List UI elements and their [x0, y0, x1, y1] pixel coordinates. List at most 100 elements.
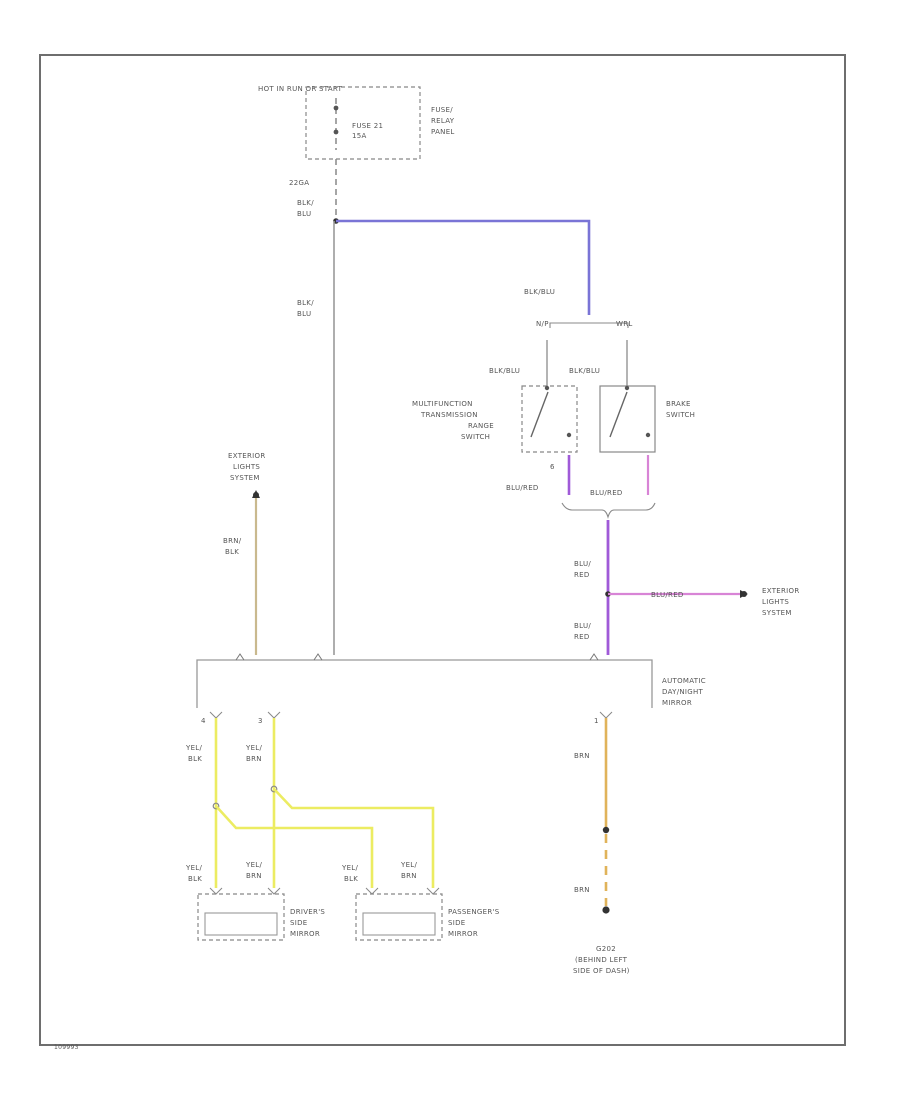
exterior-right-line2: LIGHTS	[762, 598, 789, 606]
fuse-node-bottom	[333, 129, 339, 135]
yellow-wire-cross-upper	[273, 788, 435, 888]
connector-right-label: WRL	[616, 320, 633, 328]
feed-label: HOT IN RUN OR START	[258, 85, 343, 93]
wire-label-yel-pin3-1: YEL/	[245, 744, 262, 752]
mfr-switch-contact-top	[544, 385, 550, 391]
wire-label-blk-blu-left-switch: BLK/BLU	[489, 367, 520, 375]
driver-mirror-label-2: SIDE	[290, 919, 308, 927]
panel-label-3: PANEL	[431, 128, 455, 136]
diagram-frame	[39, 54, 846, 1046]
fuse-node-top	[333, 105, 339, 111]
wire-label-brn-pin3-2: BRN	[246, 755, 262, 763]
passenger-pin-mark-left	[365, 887, 379, 895]
wire-label-yel-p1-1: YEL/	[341, 864, 358, 872]
passenger-mirror-label-2: SIDE	[448, 919, 466, 927]
mfr-switch-arm	[530, 391, 549, 438]
merge-bracket	[561, 502, 656, 520]
wire-label-brn-ground-2: BRN	[574, 886, 590, 894]
fuse-label-2: 15A	[352, 132, 367, 140]
module-label-3: MIRROR	[662, 699, 692, 707]
ground-label-2: (BEHIND LEFT	[575, 956, 628, 964]
wire-label-red-a-2: RED	[574, 571, 590, 579]
exterior-top-line2: LIGHTS	[233, 463, 260, 471]
exterior-top-terminal	[253, 492, 259, 498]
wire-label-yel-pin4-1: YEL/	[185, 744, 202, 752]
wire-label-blk-p1-2: BLK	[344, 875, 358, 883]
splice-yellow-right	[270, 785, 278, 793]
blue-feed-wire	[336, 219, 591, 315]
ground-terminal	[602, 906, 610, 914]
mfr-label-3: RANGE	[468, 422, 494, 430]
module-label-2: DAY/NIGHT	[662, 688, 704, 696]
passenger-mirror-box	[355, 893, 443, 941]
wire-label-blk-d1-2: BLK	[188, 875, 202, 883]
wire-label-blk-mid-1: BLK/	[297, 299, 314, 307]
footer-code: 109993	[54, 1044, 79, 1051]
brake-label-2: SWITCH	[666, 411, 695, 419]
ground-splice	[602, 826, 610, 834]
fuse-relay-panel-box	[305, 86, 421, 160]
exterior-top-line3: SYSTEM	[230, 474, 260, 482]
module-pin-1: 1	[594, 717, 599, 725]
driver-pin-mark-right	[267, 887, 281, 895]
ground-label-1: G202	[596, 945, 616, 953]
pin-3-mark	[267, 711, 281, 719]
wire-label-blk-blu-right-switch: BLK/BLU	[569, 367, 600, 375]
module-pin-4: 4	[201, 717, 206, 725]
driver-pin-mark-left	[209, 887, 223, 895]
mfr-label-2: TRANSMISSION	[420, 411, 478, 419]
module-pin-mark-violet	[589, 653, 599, 661]
mfr-switch-contact-bottom	[566, 432, 572, 438]
module-pin-mark-gray	[313, 653, 323, 661]
amp-label: 22GA	[289, 179, 309, 187]
wire-label-blu-top-2: BLU	[297, 210, 311, 218]
switch-connector	[549, 322, 629, 328]
pin-1-mark	[599, 711, 613, 719]
passenger-mirror-label-3: MIRROR	[448, 930, 478, 938]
passenger-pin-mark-right	[426, 887, 440, 895]
brake-switch-contact-top	[624, 385, 630, 391]
driver-mirror-label-3: MIRROR	[290, 930, 320, 938]
splice-yellow-left	[212, 802, 220, 810]
mfr-label-1: MULTIFUNCTION	[412, 400, 473, 408]
passenger-mirror-element	[362, 912, 436, 936]
wire-label-blu-red-mfr: BLU/RED	[506, 484, 539, 492]
exterior-top-line1: EXTERIOR	[228, 452, 266, 460]
pin-4-mark	[209, 711, 223, 719]
wire-label-blu-red-brake: BLU/RED	[590, 489, 623, 497]
driver-mirror-element	[204, 912, 278, 936]
panel-label-2: RELAY	[431, 117, 455, 125]
mfr-switch-box	[521, 385, 578, 453]
panel-label-1: FUSE/	[431, 106, 453, 114]
wire-label-brn-ground-1: BRN	[574, 752, 590, 760]
fuse-label-1: FUSE 21	[352, 122, 383, 130]
ground-label-3: SIDE OF DASH)	[573, 967, 630, 975]
driver-mirror-box	[197, 893, 285, 941]
exterior-right-line1: EXTERIOR	[762, 587, 800, 595]
connector-left-label: N/P	[536, 320, 549, 328]
wire-label-red-b-2: RED	[574, 633, 590, 641]
wire-label-yel-d1-1: YEL/	[185, 864, 202, 872]
wire-label-blk-tan-2: BLK	[225, 548, 239, 556]
mfr-label-4: SWITCH	[461, 433, 490, 441]
wire-label-blk-pin4-2: BLK	[188, 755, 202, 763]
pin-6-label: 6	[550, 463, 555, 471]
wire-label-blk-blu-right: BLK/BLU	[524, 288, 555, 296]
brake-switch-arm	[609, 391, 628, 438]
module-pin-3: 3	[258, 717, 263, 725]
wire-label-blk-top-1: BLK/	[297, 199, 314, 207]
wire-label-blu-a-1: BLU/	[574, 560, 591, 568]
module-label-1: AUTOMATIC	[662, 677, 706, 685]
brake-switch-contact-bottom	[645, 432, 651, 438]
brake-label-1: BRAKE	[666, 400, 691, 408]
passenger-mirror-label-1: PASSENGER'S	[448, 908, 500, 916]
driver-mirror-label-1: DRIVER'S	[290, 908, 325, 916]
wire-label-yel-d2-1: YEL/	[245, 861, 262, 869]
wire-label-blu-mid-2: BLU	[297, 310, 311, 318]
wire-label-brn-tan-1: BRN/	[223, 537, 242, 545]
exterior-right-line3: SYSTEM	[762, 609, 792, 617]
exterior-right-terminal	[741, 591, 747, 597]
wire-label-brn-p2-2: BRN	[401, 872, 417, 880]
mirror-module-outline	[196, 659, 653, 708]
wire-label-yel-p2-1: YEL/	[400, 861, 417, 869]
